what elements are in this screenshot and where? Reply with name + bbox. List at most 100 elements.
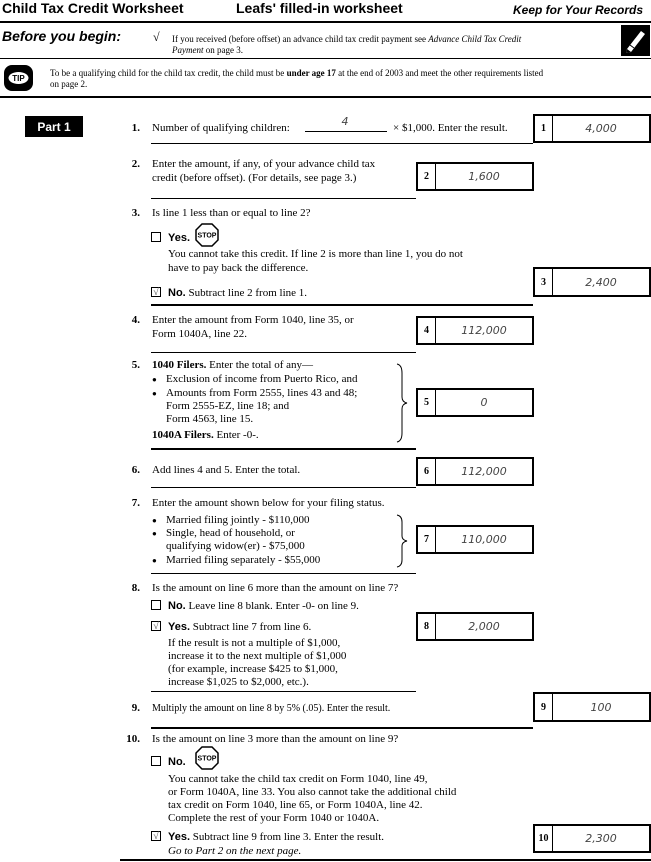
line-10-yes-row: Yes. Subtract line 9 from line 3. Enter … [168, 831, 385, 843]
line-7-bullet-1: Married filing jointly - $110,000 [152, 514, 309, 527]
tip-text-line1: To be a qualifying child for the child t… [50, 68, 544, 78]
line-2-box-number: 2 [418, 164, 436, 189]
line-8-value: 2,000 [468, 620, 500, 633]
line-5-heading: 1040 Filers. Enter the total of any— [152, 359, 313, 371]
stop-icon-label: STOP [198, 756, 217, 763]
line-8-box-number: 8 [418, 614, 436, 639]
line-8-yes-row: Yes. Subtract line 7 from line 6. [168, 621, 312, 633]
line-4-value: 112,000 [461, 324, 507, 337]
line-6-box: 6 112,000 [416, 457, 534, 486]
line-9-rule [151, 727, 533, 729]
line-7-number: 7. [131, 497, 140, 509]
line-7-bullet-2-cont: qualifying widow(er) - $75,000 [166, 540, 305, 552]
line-5-number: 5. [131, 359, 140, 371]
line-1-box: 1 4,000 [533, 114, 651, 143]
line-4-box-number: 4 [418, 318, 436, 343]
line-2-rule [151, 198, 416, 199]
line-1-value: 4,000 [585, 122, 617, 135]
line-5-brace [396, 363, 408, 443]
line-7-box-number: 7 [418, 527, 436, 552]
pencil-icon [621, 25, 650, 56]
checkmark-icon: √ [153, 30, 160, 44]
line-9-text: Multiply the amount on line 8 by 5% (.05… [152, 703, 391, 714]
line-8-box: 8 2,000 [416, 612, 534, 641]
bottom-rule [120, 859, 651, 861]
line-10-no-text1: You cannot take the child tax credit on … [168, 773, 428, 785]
line-8-rule-text3: (for example, increase $425 to $1,000, [168, 663, 338, 675]
line-3-box-number: 3 [535, 269, 553, 295]
line-3-no-checkbox[interactable]: √ [151, 287, 161, 298]
line-4-text2: Form 1040A, line 22. [152, 328, 248, 340]
line-8-no-checkbox[interactable] [151, 600, 161, 610]
header-rule [0, 21, 651, 23]
line-7-bullet-3: Married filing separately - $55,000 [152, 554, 320, 567]
stop-icon: STOP [195, 223, 219, 247]
tip-rule [0, 96, 651, 98]
line-6-rule [151, 487, 416, 488]
line-5-bullet-1: Exclusion of income from Puerto Rico, an… [152, 373, 358, 386]
line-5-bullet-2-cont2: Form 4563, line 15. [166, 413, 254, 425]
line-8-rule-text4: increase $1,025 to $2,000, etc.). [168, 676, 309, 688]
keep-records-label: Keep for Your Records [513, 3, 644, 17]
line-9-box: 9 100 [533, 692, 651, 722]
line-3-box: 3 2,400 [533, 267, 651, 297]
worksheet-subtitle: Leafs' filled-in worksheet [236, 0, 403, 16]
line-2-number: 2. [131, 158, 140, 170]
tip-text-line2: on page 2. [50, 79, 88, 89]
line-7-brace [396, 514, 408, 568]
line-1-number: 1. [131, 122, 140, 134]
line-4-rule [151, 352, 416, 353]
line-10-no-checkbox[interactable] [151, 756, 161, 766]
before-text-line2: Payment on page 3. [172, 45, 243, 55]
line-9-box-number: 9 [535, 694, 553, 720]
worksheet-title: Child Tax Credit Worksheet [2, 0, 184, 16]
line-5-box: 5 0 [416, 388, 534, 417]
line-1-rule [151, 143, 533, 144]
stop-icon: STOP [195, 746, 219, 770]
line-10-go-to-part2: Go to Part 2 on the next page. [168, 845, 302, 857]
line-10-no-label: No. [168, 756, 186, 768]
line-8-rule [151, 691, 416, 692]
line-3-number: 3. [131, 207, 140, 219]
line-10-text: Is the amount on line 3 more than the am… [152, 733, 399, 745]
line-3-no-row: No. Subtract line 2 from line 1. [168, 287, 308, 299]
line-7-text: Enter the amount shown below for your fi… [152, 497, 385, 509]
line-8-rule-text1: If the result is not a multiple of $1,00… [168, 637, 341, 649]
line-8-no-row: No. Leave line 8 blank. Enter -0- on lin… [168, 600, 359, 612]
line-1-text: Number of qualifying children: [152, 122, 290, 134]
tip-icon: TIP [4, 65, 33, 91]
line-6-value: 112,000 [461, 465, 507, 478]
line-3-text: Is line 1 less than or equal to line 2? [152, 207, 311, 219]
line-8-text: Is the amount on line 6 more than the am… [152, 582, 399, 594]
line-9-number: 9. [131, 702, 140, 714]
line-3-yes-checkbox[interactable] [151, 232, 161, 242]
line-6-box-number: 6 [418, 459, 436, 484]
line-4-number: 4. [131, 314, 140, 326]
line-10-value: 2,300 [585, 832, 617, 845]
before-text-line1: If you received (before offset) an advan… [172, 34, 522, 44]
line-7-rule [151, 573, 416, 574]
line-1-children-blank [305, 131, 387, 132]
line-5-rule [151, 448, 416, 450]
before-you-begin-heading: Before you begin: [2, 28, 122, 44]
line-8-yes-checkbox[interactable]: √ [151, 621, 161, 632]
line-6-number: 6. [131, 464, 140, 476]
line-10-box-number: 10 [535, 826, 553, 851]
line-3-yes-text2: have to pay back the difference. [168, 262, 309, 274]
line-5-bullet-2: Amounts from Form 2555, lines 43 and 48; [152, 387, 357, 400]
line-6-text: Add lines 4 and 5. Enter the total. [152, 464, 301, 476]
line-2-text2: credit (before offset). (For details, se… [152, 172, 357, 184]
line-1-children-count: 4 [341, 115, 349, 128]
line-7-bullet-2: Single, head of household, or [152, 527, 295, 540]
line-10-no-text2: or Form 1040A, line 33. You also cannot … [168, 786, 457, 798]
line-5-value: 0 [480, 396, 488, 409]
line-10-no-text4: Complete the rest of your Form 1040 or 1… [168, 812, 380, 824]
line-3-yes-text1: You cannot take this credit. If line 2 i… [168, 248, 463, 260]
line-3-value: 2,400 [585, 275, 617, 289]
line-10-box: 10 2,300 [533, 824, 651, 853]
line-2-box: 2 1,600 [416, 162, 534, 191]
before-rule [0, 58, 651, 59]
line-2-text1: Enter the amount, if any, of your advanc… [152, 158, 376, 170]
line-10-yes-checkbox[interactable]: √ [151, 831, 161, 842]
line-5-box-number: 5 [418, 390, 436, 415]
